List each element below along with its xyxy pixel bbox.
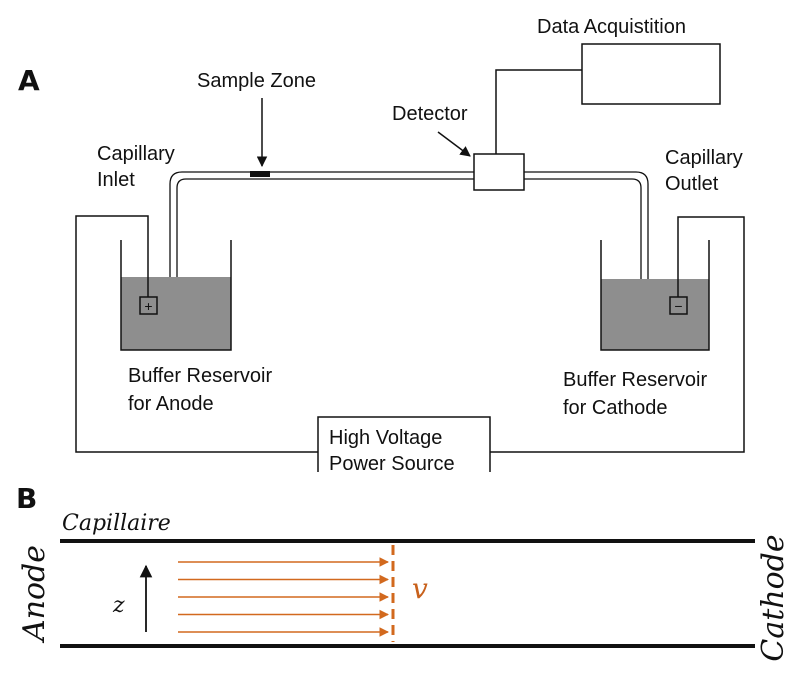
z-axis-label: z <box>112 593 125 618</box>
data-acquisition-label: Data Acquistition <box>537 16 686 38</box>
sample-zone-label: Sample Zone <box>197 70 316 92</box>
capillary-inner-right <box>524 178 642 292</box>
capillary-outer-right <box>524 171 649 292</box>
anode-reservoir: + <box>120 240 232 351</box>
cathode-electrode-sign: − <box>674 298 682 314</box>
capillary-outlet-label-2: Outlet <box>665 173 719 195</box>
power-source-label-1: High Voltage <box>329 427 442 449</box>
sample-zone-band <box>250 171 270 177</box>
data-cable <box>495 69 582 156</box>
cathode-reservoir: − <box>600 240 710 351</box>
anode-buffer-fill <box>121 277 231 350</box>
cathode-label: Cathode <box>756 534 791 661</box>
cathode-wire <box>490 216 745 453</box>
panel-a-crop-mask <box>300 472 510 480</box>
capillary-inner-left <box>176 178 474 292</box>
detector-box <box>473 153 525 191</box>
cathode-reservoir-label-2: for Cathode <box>563 397 668 419</box>
power-source-box <box>317 416 491 472</box>
cathode-buffer-fill <box>601 279 709 350</box>
data-acquisition-box <box>581 43 721 105</box>
detector-pointer-arrow <box>437 131 471 157</box>
capillary-inlet-label-2: Inlet <box>97 169 135 191</box>
anode-beaker <box>120 240 232 351</box>
anode-reservoir-label-1: Buffer Reservoir <box>128 365 272 387</box>
anode-reservoir-label-2: for Anode <box>128 393 214 415</box>
capillary-outer-left <box>169 171 474 292</box>
panel-a-label: A <box>18 64 40 97</box>
panel-a: A Data Acquistition Detector Sample Zone… <box>18 16 745 480</box>
capillary-wall-label: Capillaire <box>62 511 171 536</box>
cathode-beaker <box>600 240 710 351</box>
power-source-label-2: Power Source <box>329 453 455 475</box>
cathode-reservoir-label-1: Buffer Reservoir <box>563 369 707 391</box>
anode-label: Anode <box>17 545 52 644</box>
capillary-outlet-label-1: Capillary <box>665 147 743 169</box>
velocity-label: v <box>412 572 428 605</box>
panel-b-label: B <box>16 482 37 515</box>
flow-arrows <box>178 557 389 637</box>
panel-b: B Capillaire Anode Cathode z v <box>16 482 791 662</box>
anode-electrode-sign: + <box>144 298 152 314</box>
detector-label: Detector <box>392 103 468 125</box>
anode-wire <box>75 215 318 453</box>
capillary-inlet-label-1: Capillary <box>97 143 175 165</box>
